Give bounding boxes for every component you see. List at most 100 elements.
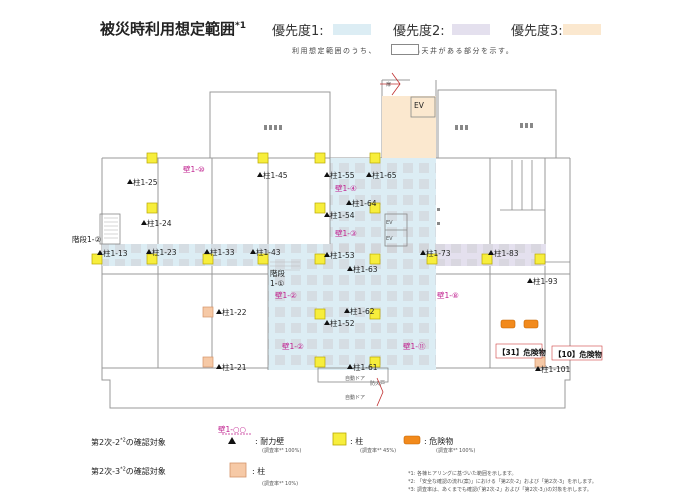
column-arrow-icon xyxy=(146,249,152,254)
column2-legend-icon xyxy=(229,462,247,478)
column-marker xyxy=(369,253,381,265)
legend-danger-rate: (調査率*³ 100%) xyxy=(436,448,476,454)
column-label: 柱1-93 xyxy=(533,276,558,286)
ev-label-small: EV xyxy=(386,236,393,242)
column-marker xyxy=(369,202,381,214)
wall-label: 壁1-⑩ xyxy=(183,164,205,174)
column-marker xyxy=(314,356,326,368)
column-label: 柱1-43 xyxy=(256,247,281,257)
stair-label: 階段 xyxy=(270,268,285,278)
stair-treads xyxy=(104,217,300,271)
column-label: 柱1-13 xyxy=(103,248,128,258)
column-arrow-icon xyxy=(324,320,330,325)
column-marker xyxy=(426,253,438,265)
column-label: 柱1-83 xyxy=(494,248,519,258)
column-label: 柱1-73 xyxy=(426,248,451,258)
ceiling-sample-box xyxy=(391,44,419,55)
column-marker xyxy=(91,253,103,265)
column-arrow-icon xyxy=(216,309,222,314)
column-arrow-icon xyxy=(127,179,133,184)
column-arrow-icon xyxy=(535,366,541,371)
door-label: 自動ドア xyxy=(345,394,365,401)
column-marker xyxy=(314,308,326,320)
legend-row2-title: 第2次-3*2の確認対象 xyxy=(91,466,166,476)
column-label: 柱1-61 xyxy=(353,362,378,372)
column-marker xyxy=(257,152,269,164)
priority-2-swatch xyxy=(452,24,490,35)
legend-column-item: : 柱 xyxy=(350,437,364,446)
wall-legend-sample: 壁1-○○ xyxy=(218,424,246,434)
column-markers xyxy=(91,152,546,368)
priority-1-swatch xyxy=(333,24,371,35)
column-arrow-icon xyxy=(488,250,494,255)
ev-label-small: EV xyxy=(386,220,393,226)
column-label: 柱1-52 xyxy=(330,318,355,328)
wall-label: 壁1-⑪ xyxy=(403,341,426,351)
danger-label: 【31】危険物 xyxy=(498,347,546,357)
column-arrow-icon xyxy=(250,249,256,254)
interior-walls xyxy=(99,96,570,383)
column-arrow-icon xyxy=(257,172,263,177)
priority-area xyxy=(102,96,546,370)
column-marker-secondary xyxy=(202,306,214,318)
legend-column2-rate: (調査率*³ 10%) xyxy=(262,481,299,487)
legend-wall-rate: (調査率*³ 100%) xyxy=(262,448,302,454)
door-label: 防火戸 xyxy=(370,380,385,387)
stair-label: 階段1-② xyxy=(72,234,101,244)
column-marker xyxy=(534,253,546,265)
column-marker xyxy=(481,253,493,265)
column-label: 柱1-45 xyxy=(263,170,288,180)
legend-wall-item: : 耐力壁 xyxy=(255,437,285,446)
column-label: 柱1-55 xyxy=(330,170,355,180)
column-arrow-icon xyxy=(216,364,222,369)
legend-column2-item: : 柱 xyxy=(252,467,266,476)
column-arrow-icon xyxy=(141,220,147,225)
column-label: 柱1-54 xyxy=(330,210,355,220)
stair-label: 1-① xyxy=(270,279,284,288)
ev-label: EV xyxy=(414,101,425,110)
wall-legend-icon xyxy=(228,437,236,444)
column-label: 柱1-65 xyxy=(372,170,397,180)
footnote: *2: 「安全な確認の流れ(案)」における「第2次-2」および「第2次-3」を示… xyxy=(408,479,597,485)
page-title: 被災時利用想定範囲*1 xyxy=(100,20,246,38)
door-label: 扉 xyxy=(386,81,391,88)
column-arrow-icon xyxy=(527,278,533,283)
wall-label: 壁1-③ xyxy=(335,228,357,238)
column-arrow-icon xyxy=(420,250,426,255)
danger-marker xyxy=(523,319,539,329)
priority-3-swatch xyxy=(563,24,601,35)
door-arrow xyxy=(376,72,401,407)
column-arrow-icon xyxy=(324,212,330,217)
column-marker xyxy=(314,152,326,164)
column-label: 柱1-21 xyxy=(222,362,247,372)
danger-marker xyxy=(500,319,516,329)
danger-box xyxy=(551,345,603,361)
footnote: *3: 調査率は、あくまでも確認(「第2次-2」および「第2次-3」)の対象を示… xyxy=(408,487,592,493)
column-marker-secondary xyxy=(202,356,214,368)
footnote: *1: 各棟ヒアリングに基づいた範囲を示します。 xyxy=(408,471,517,477)
column-legend-icon xyxy=(332,432,347,446)
wall-label: 壁1-⑧ xyxy=(437,290,459,300)
column-label: 柱1-63 xyxy=(353,264,378,274)
column-marker xyxy=(369,356,381,368)
column-label: 柱1-101 xyxy=(541,364,571,374)
legend-row1-title: 第2次-2*2の確認対象 xyxy=(91,437,166,447)
column-marker xyxy=(146,202,158,214)
danger-label: 【10】危険物 xyxy=(554,349,602,359)
column-marker xyxy=(369,152,381,164)
priority-3-label: 優先度3: xyxy=(511,24,563,39)
equipment-marks xyxy=(264,123,533,225)
column-label: 柱1-53 xyxy=(330,250,355,260)
column-arrow-icon xyxy=(344,308,350,313)
column-label: 柱1-62 xyxy=(350,306,375,316)
column-label: 柱1-25 xyxy=(133,177,158,187)
danger-box xyxy=(495,343,543,359)
column-label: 柱1-24 xyxy=(147,218,172,228)
column-marker xyxy=(369,308,381,320)
wall-label: 壁1-④ xyxy=(335,183,357,193)
legend-danger-item: : 危険物 xyxy=(424,437,454,446)
column-marker xyxy=(146,152,158,164)
